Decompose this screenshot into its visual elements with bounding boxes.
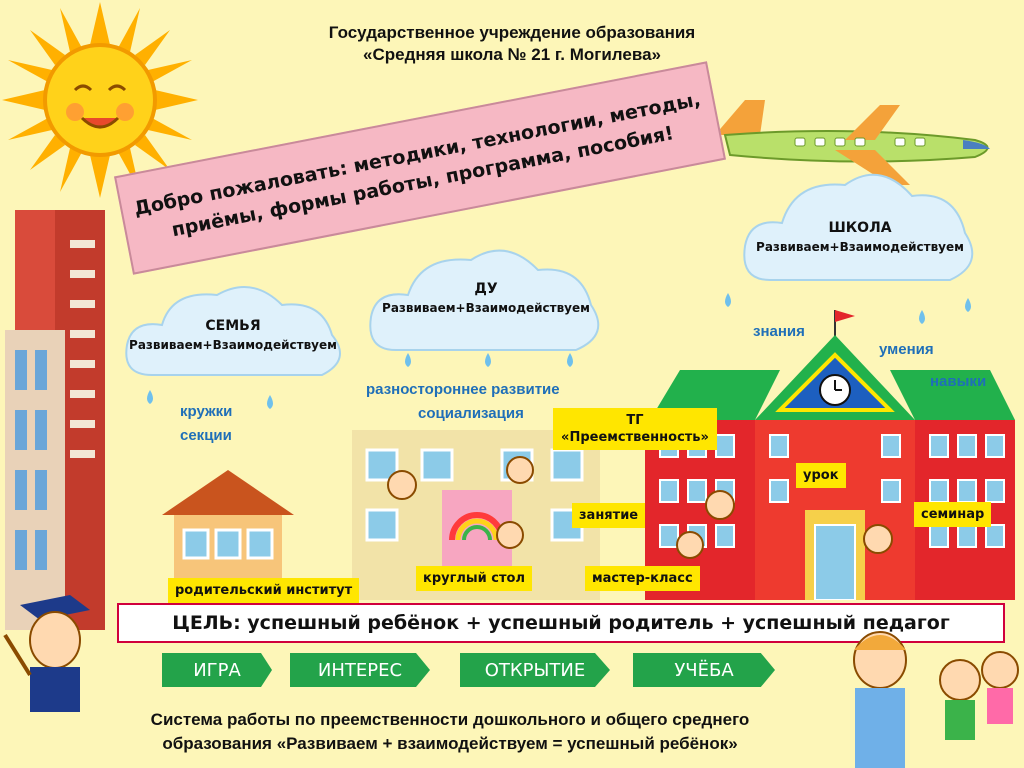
teacher-mascot-icon (3, 595, 90, 712)
cloud-family-subtitle: Развиваем+Взаимодействуем (129, 338, 337, 352)
label-umeniya: умения (879, 341, 934, 358)
label-kruglyi-stol: круглый стол (416, 566, 533, 591)
airplane-icon (715, 100, 990, 185)
label-master-klass: мастер-класс (585, 566, 700, 591)
label-urok: урок (796, 463, 846, 488)
label-tg-line-1: ТГ (626, 413, 644, 428)
cloud-du: ДУ Развиваем+Взаимодействуем (366, 245, 606, 355)
label-roditelskii-institut: родительский институт (168, 578, 360, 603)
goal-bar: ЦЕЛЬ: успешный ребёнок + успешный родите… (117, 603, 1005, 643)
cloud-school-title: ШКОЛА (828, 220, 892, 236)
raindrops (147, 293, 971, 409)
cloud-family-title: СЕМЬЯ (205, 318, 261, 334)
header-line-1: Государственное учреждение образования (328, 23, 696, 42)
step-otkrytie: ОТКРЫТИЕ (460, 653, 610, 687)
teacher-and-kids-icon (853, 631, 1019, 768)
children-faces (387, 456, 893, 559)
header-line-2: «Средняя школа № 21 г. Могилева» (363, 45, 661, 64)
header-title: Государственное учреждение образования «… (0, 22, 1024, 66)
cloud-school-subtitle: Развиваем+Взаимодействуем (756, 240, 964, 254)
label-sektsii: секции (180, 427, 232, 444)
family-house (162, 470, 294, 595)
label-kruzhki: кружки (180, 403, 233, 420)
tall-building (5, 210, 105, 630)
label-tg: ТГ «Преемственность» (553, 408, 717, 450)
footer-caption: Система работы по преемственности дошкол… (0, 708, 900, 756)
label-zanyatie: занятие (572, 503, 646, 528)
label-tg-line-2: «Преемственность» (561, 430, 709, 445)
label-navyki: навыки (930, 373, 987, 390)
step-ucheba: УЧЁБА (633, 653, 775, 687)
footer-line-2: образования «Развиваем + взаимодействуем… (162, 734, 738, 753)
step-interes: ИНТЕРЕС (290, 653, 430, 687)
cloud-family: СЕМЬЯ Развиваем+Взаимодействуем (122, 280, 344, 380)
footer-line-1: Система работы по преемственности дошкол… (150, 710, 750, 729)
label-razvitie: разностороннее развитие (366, 381, 560, 398)
label-sotsializatsiya: социализация (418, 405, 524, 422)
step-igra: ИГРА (162, 653, 272, 687)
cloud-school: ШКОЛА Развиваем+Взаимодействуем (740, 168, 980, 286)
cloud-du-subtitle: Развиваем+Взаимодействуем (382, 301, 590, 315)
cloud-du-title: ДУ (474, 281, 498, 297)
sun-icon (2, 2, 198, 198)
label-znaniya: знания (753, 323, 805, 340)
label-seminar: семинар (914, 502, 992, 527)
